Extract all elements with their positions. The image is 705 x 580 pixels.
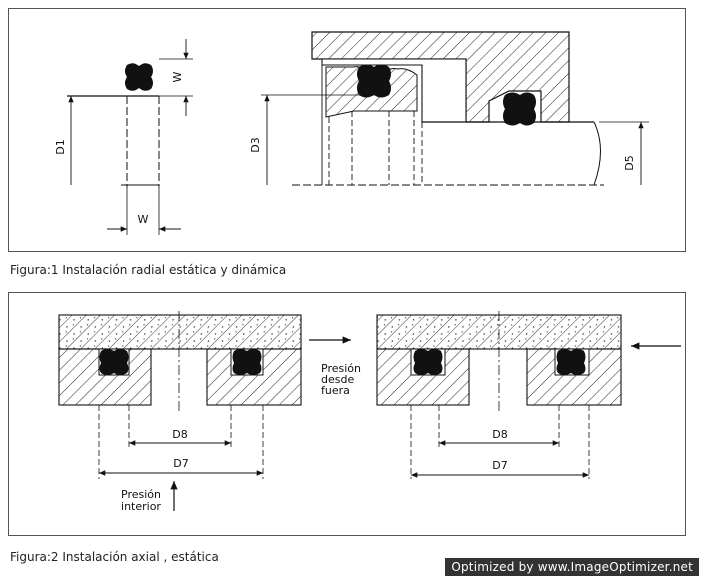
seal-cross-section-top bbox=[357, 64, 391, 98]
shaft-break-curve bbox=[593, 121, 601, 186]
seal-cross-section-left bbox=[125, 63, 153, 91]
d3-label: D3 bbox=[249, 137, 262, 152]
figure-1-panel: W W D1 D3 D5 bbox=[8, 8, 686, 252]
left-assembly bbox=[58, 311, 302, 479]
d8-right-label: D8 bbox=[492, 428, 507, 441]
w-vertical-label: W bbox=[171, 71, 184, 82]
outer-pressure-label-2: desde bbox=[321, 373, 354, 386]
figure-1-drawing: W W D1 D3 D5 bbox=[54, 31, 649, 235]
d8-left-label: D8 bbox=[172, 428, 187, 441]
w-horizontal-label: W bbox=[138, 213, 149, 226]
inner-pressure-label-1: Presión bbox=[121, 488, 161, 501]
outer-pressure-label-3: fuera bbox=[321, 384, 350, 397]
watermark-badge: Optimized by www.ImageOptimizer.net bbox=[445, 558, 699, 576]
figure-2-panel: D8 D7 Presión interior Presión desde fue… bbox=[8, 292, 686, 536]
figure-1-caption: Figura:1 Instalación radial estática y d… bbox=[10, 263, 287, 277]
d1-label: D1 bbox=[54, 139, 67, 154]
inner-pressure-label-2: interior bbox=[121, 500, 161, 513]
d5-label: D5 bbox=[623, 155, 636, 170]
figure-2-drawing: D8 D7 Presión interior Presión desde fue… bbox=[58, 311, 681, 513]
figure-2-caption: Figura:2 Instalación axial , estática bbox=[10, 550, 219, 564]
d7-right-label: D7 bbox=[492, 459, 507, 472]
right-assembly bbox=[376, 311, 622, 479]
d7-left-label: D7 bbox=[173, 457, 188, 470]
outer-pressure-label-1: Presión bbox=[321, 362, 361, 375]
seal-cross-section-right bbox=[503, 92, 536, 126]
